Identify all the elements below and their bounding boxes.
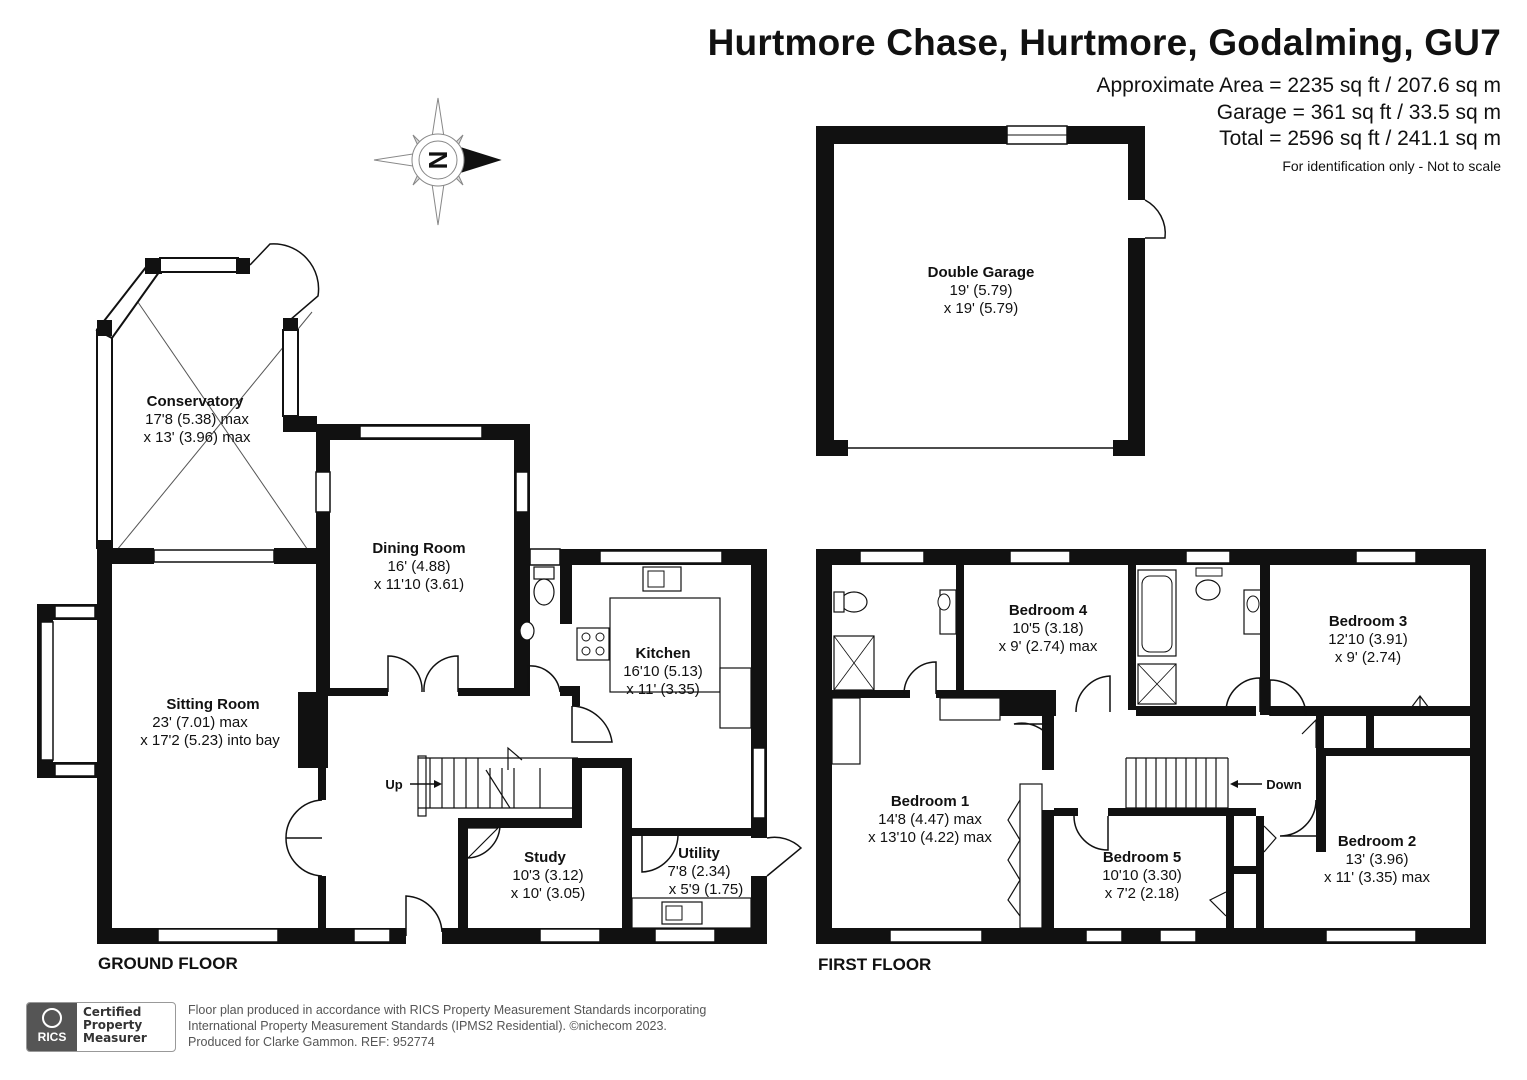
bedroom-5-name: Bedroom 5: [1103, 849, 1181, 866]
rics-badge: RICS Certified Property Measurer: [26, 1002, 176, 1052]
badge-line-3: Measurer: [83, 1031, 147, 1045]
rics-logo: RICS: [27, 1003, 77, 1051]
stairs-down-label: Down: [1266, 777, 1301, 792]
garage-plan: [816, 125, 1166, 456]
footer-line-2: International Property Measurement Stand…: [188, 1019, 667, 1033]
kitchen-dim1: 16'10 (5.13): [623, 663, 703, 680]
garage-name: Double Garage: [928, 264, 1035, 281]
stairs-up-label: Up: [385, 777, 402, 792]
first-floor-label: FIRST FLOOR: [818, 955, 932, 974]
property-title: Hurtmore Chase, Hurtmore, Godalming, GU7: [707, 22, 1501, 63]
bedroom-1-dim1: 14'8 (4.47) max: [878, 811, 982, 828]
room-labels: Double Garage 19' (5.79) x 19' (5.79) Co…: [140, 264, 1430, 902]
garage-area: Garage = 361 sq ft / 33.5 sq m: [1216, 101, 1501, 124]
dining-room-dim1: 16' (4.88): [388, 558, 451, 575]
dining-room-name: Dining Room: [372, 540, 465, 557]
kitchen-dim2: x 11' (3.35): [626, 681, 699, 698]
ground-floor-label: GROUND FLOOR: [98, 954, 238, 973]
bedroom-5-dim2: x 7'2 (2.18): [1105, 885, 1180, 902]
bedroom-5-dim1: 10'10 (3.30): [1102, 867, 1182, 884]
ground-floor-plan: [37, 243, 803, 944]
footer: RICS Certified Property Measurer Floor p…: [26, 1002, 766, 1054]
compass-north-letter: N: [423, 151, 453, 170]
rics-logo-text: RICS: [37, 1030, 67, 1044]
utility-dim1: 7'8 (2.34): [668, 863, 731, 880]
footer-line-1: Floor plan produced in accordance with R…: [188, 1003, 707, 1017]
badge-line-2: Property: [83, 1018, 143, 1032]
bedroom-1-name: Bedroom 1: [891, 793, 969, 810]
garage-dim1: 19' (5.79): [950, 282, 1013, 299]
conservatory-dim1: 17'8 (5.38) max: [145, 411, 249, 428]
sitting-room-dim2: x 17'2 (5.23) into bay: [140, 732, 280, 749]
compass-rose: N: [373, 97, 502, 226]
scale-disclaimer: For identification only - Not to scale: [1282, 158, 1501, 174]
bedroom-3-dim2: x 9' (2.74): [1335, 649, 1401, 666]
sitting-room-dim1: 23' (7.01) max: [152, 714, 248, 731]
utility-name: Utility: [678, 845, 720, 862]
first-floor-plan: [816, 549, 1486, 944]
badge-text: Certified Property Measurer: [83, 1006, 175, 1045]
bedroom-3-name: Bedroom 3: [1329, 613, 1407, 630]
badge-line-1: Certified: [83, 1005, 142, 1019]
footer-notes: Floor plan produced in accordance with R…: [188, 1002, 768, 1050]
study-name: Study: [524, 849, 566, 866]
sitting-room-name: Sitting Room: [166, 696, 259, 713]
dining-room-dim2: x 11'10 (3.61): [374, 576, 464, 593]
study-dim2: x 10' (3.05): [511, 885, 586, 902]
bedroom-4-dim1: 10'5 (3.18): [1012, 620, 1083, 637]
approximate-area: Approximate Area = 2235 sq ft / 207.6 sq…: [1096, 74, 1502, 97]
study-dim1: 10'3 (3.12): [512, 867, 583, 884]
conservatory-dim2: x 13' (3.96) max: [143, 429, 251, 446]
footer-line-3: Produced for Clarke Gammon. REF: 952774: [188, 1035, 435, 1049]
bedroom-4-name: Bedroom 4: [1009, 602, 1088, 619]
utility-dim2: x 5'9 (1.75): [669, 881, 744, 898]
bedroom-4-dim2: x 9' (2.74) max: [999, 638, 1098, 655]
bedroom-2-dim1: 13' (3.96): [1346, 851, 1409, 868]
bedroom-3-dim1: 12'10 (3.91): [1328, 631, 1408, 648]
total-area: Total = 2596 sq ft / 241.1 sq m: [1219, 127, 1501, 150]
conservatory-name: Conservatory: [147, 393, 244, 410]
rics-emblem-icon: [42, 1008, 62, 1028]
bedroom-2-dim2: x 11' (3.35) max: [1324, 869, 1430, 886]
bedroom-1-dim2: x 13'10 (4.22) max: [868, 829, 992, 846]
garage-dim2: x 19' (5.79): [944, 300, 1019, 317]
kitchen-name: Kitchen: [635, 645, 690, 662]
bedroom-2-name: Bedroom 2: [1338, 833, 1416, 850]
